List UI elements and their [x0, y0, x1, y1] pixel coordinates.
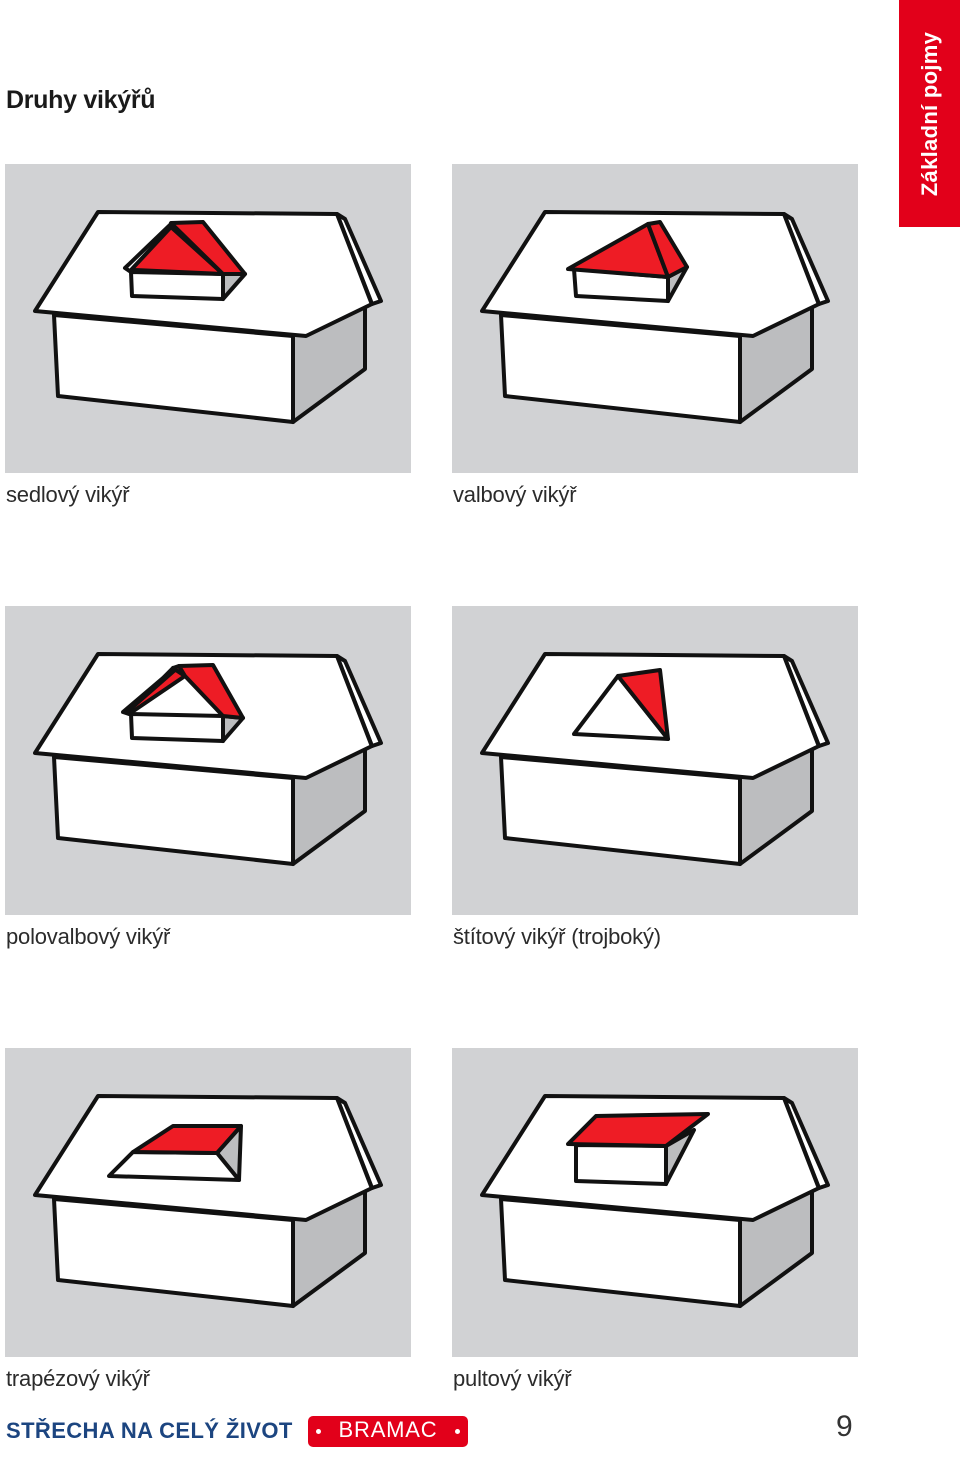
section-tab-label: Základní pojmy [916, 31, 942, 196]
caption-triangular: štítový vikýř (trojboký) [453, 924, 661, 949]
footer-slogan: STŘECHA NA CELÝ ŽIVOT [6, 1418, 293, 1443]
triangular-dormer-icon [480, 652, 830, 866]
dormer-panel-triangular [452, 606, 858, 915]
brand-logo: BRAMAC [308, 1416, 468, 1447]
caption-gable: sedlový vikýř [6, 482, 130, 507]
dormer-panel-trapezoid [5, 1048, 411, 1357]
dormer-panel-half-hipped [5, 606, 411, 915]
dormer-panel-shed [452, 1048, 858, 1357]
logo-dot-icon [316, 1429, 321, 1434]
page-title: Druhy vikýřů [6, 86, 156, 114]
caption-trapezoid: trapézový vikýř [6, 1366, 150, 1391]
caption-half-hipped: polovalbový vikýř [6, 924, 171, 949]
hipped-dormer-icon [480, 210, 830, 424]
gable-dormer-icon [33, 210, 383, 424]
page-number: 9 [836, 1410, 853, 1443]
section-tab: Základní pojmy [899, 0, 960, 227]
dormer-panel-gable [5, 164, 411, 473]
caption-shed: pultový vikýř [453, 1366, 572, 1391]
caption-hipped: valbový vikýř [453, 482, 577, 507]
brand-name: BRAMAC [338, 1417, 438, 1442]
shed-dormer-icon [480, 1094, 830, 1308]
logo-dot-icon [455, 1429, 460, 1434]
half-hipped-dormer-icon [33, 652, 383, 866]
dormer-panel-hipped [452, 164, 858, 473]
trapezoid-dormer-icon [33, 1094, 383, 1308]
